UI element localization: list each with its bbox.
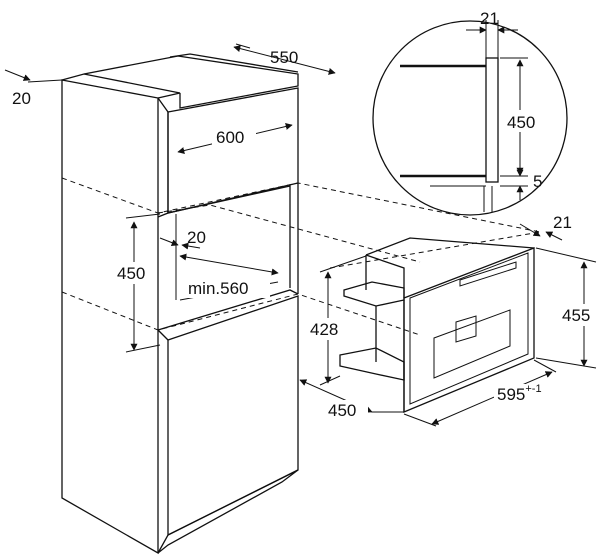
projection-bottom (61, 291, 421, 336)
appliance-spout (455, 315, 477, 343)
appliance-tray-bottom (339, 347, 405, 381)
appliance-body-lower (375, 300, 405, 412)
dim-line-cabinet-depth (233, 45, 336, 75)
appliance-dispenser-window (433, 309, 511, 379)
dim-ext-appliance-width (403, 359, 557, 427)
label-cabinet-depth: 550 (270, 48, 298, 67)
cabinet-left-side (61, 79, 159, 555)
projection-top (61, 177, 541, 233)
niche-bottom-shelf (157, 289, 299, 331)
label-bg-niche-height (116, 262, 156, 284)
dim-ext-niche-bottom (125, 344, 161, 353)
appliance-front-inner (409, 252, 529, 405)
dim-line-setback (159, 237, 179, 246)
label-detail-gap: 21 (480, 9, 499, 28)
niche-projection (61, 177, 541, 336)
projection-right (329, 231, 541, 269)
dim-line-panel-depth-left (519, 223, 541, 237)
label-bg-appliance-width (494, 384, 556, 404)
label-side-offset: 20 (12, 89, 31, 108)
label-bg-front-height (560, 304, 600, 326)
dim-line-setback-2 (181, 242, 201, 250)
label-niche-min-depth: min.560 (188, 279, 248, 298)
label-niche-setback: 20 (187, 228, 206, 247)
label-front-height: 455 (562, 306, 590, 325)
appliance (339, 237, 535, 413)
label-detail-bottom-gap: 5 (533, 172, 542, 191)
label-bg-appliance-depth (326, 400, 368, 420)
dim-line-side-offset (4, 69, 31, 81)
dim-ext-depth (235, 43, 251, 49)
appliance-control-strip (459, 261, 517, 287)
appliance-top-back (365, 237, 535, 256)
label-appliance-width-tolerance: +-1 (525, 383, 541, 395)
label-detail-height: 450 (507, 113, 535, 132)
cabinet-upper-edge (157, 97, 169, 218)
label-niche-width: 600 (216, 128, 244, 147)
cabinet-lower-front (167, 295, 299, 537)
label-appliance-depth: 450 (328, 401, 356, 420)
detail-circle: 21 450 5 (372, 9, 568, 216)
cabinet-plinth (157, 469, 299, 554)
label-appliance-width: 595+-1 (497, 383, 542, 404)
dim-line-panel-depth-right (545, 231, 563, 241)
label-panel-depth: 21 (553, 213, 572, 232)
dim-ext-side-offset (27, 79, 63, 83)
cabinet-lower-edge (157, 329, 169, 341)
label-bg-body-height (308, 318, 350, 340)
label-body-height: 428 (310, 320, 338, 339)
label-bg-niche-depth (186, 278, 270, 298)
detail-circle-outline (372, 20, 568, 216)
appliance-top-front (365, 254, 405, 298)
cabinet-top-box (83, 55, 299, 109)
label-bg-niche-width (212, 126, 256, 146)
detail-panel (485, 57, 499, 183)
appliance-tray-top (343, 281, 405, 307)
label-niche-height: 450 (117, 264, 145, 283)
label-bg-detail-height (504, 110, 546, 132)
niche-inner-top (167, 185, 291, 288)
detail-gap-ext (485, 20, 499, 58)
detail-foot (483, 186, 493, 212)
label-appliance-width-value: 595 (497, 385, 525, 404)
cabinet-top-edge (61, 73, 181, 99)
dim-line-niche-depth (179, 253, 279, 276)
dim-line-appliance-width (431, 371, 553, 425)
dim-ext-niche-top (125, 213, 161, 219)
